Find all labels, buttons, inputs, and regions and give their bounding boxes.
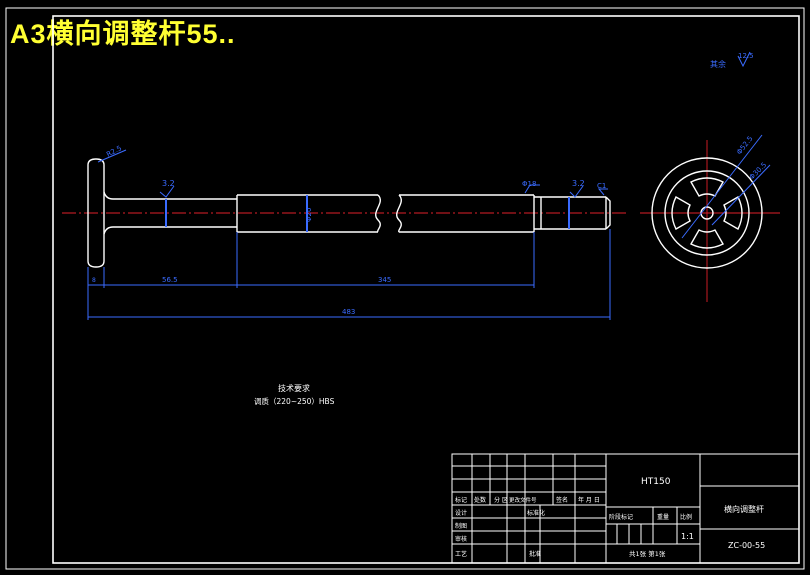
dim-d-mid: 345 (378, 276, 391, 284)
dim-head-radius: R2.5 (105, 144, 123, 159)
title-block (451, 453, 800, 564)
tb-col-stage: 阶段标记 (609, 513, 633, 521)
wheel-slot-right (723, 196, 743, 230)
leader-phi18 (524, 184, 540, 194)
tb-part-name: 横向调整杆 (724, 504, 764, 514)
tb-outline (451, 453, 800, 564)
wheel-dim-1: Φ52.5 (735, 135, 754, 157)
tb-hdr-mark: 标记 (455, 496, 467, 504)
dim-phi-center: Φ20 (305, 208, 313, 222)
rough-mark-right (569, 185, 584, 198)
tb-hdr-count: 处数 (474, 496, 486, 504)
tb-hdr-docno: 更改文件号 (509, 496, 537, 504)
break-right (396, 194, 402, 233)
dim-d-step: 56.5 (162, 276, 178, 284)
shaft-dim-texts: R2.5 3.2 3.2 Φ20 Φ18 C1 8 56.5 345 483 (92, 144, 606, 316)
leader-r (97, 149, 127, 163)
tb-sheets: 共1张 第1张 (629, 549, 666, 558)
tb-col-ratio: 比例 (680, 513, 692, 521)
rough-mark-left (159, 185, 175, 198)
wheel-leader-2 (711, 164, 771, 226)
dim-rough-left: 3.2 (162, 179, 175, 188)
shaft-dimensions (87, 149, 611, 320)
roughness-symbol (737, 51, 751, 68)
tb-hdr-zone: 分 区 (494, 496, 508, 504)
tb-hdr-sign: 签名 (556, 496, 568, 504)
leader-c1 (597, 188, 608, 196)
fillet-bottom (103, 226, 114, 235)
tb-row-approve: 批准 (529, 550, 541, 558)
title-block-texts: HT150 横向调整杆 ZC-00-55 1:1 共1张 第1张 阶段标记 重量… (455, 477, 765, 558)
outer-frame (5, 7, 805, 570)
tech-req-title: 技术要求 (278, 383, 310, 393)
roughness-value: 12.5 (738, 52, 754, 60)
fillet-top (103, 191, 114, 200)
wheel-slot-left (671, 196, 691, 230)
wheel-inner-rim (664, 170, 750, 256)
tb-scale: 1:1 (681, 532, 694, 541)
break-left (375, 194, 381, 233)
dim-chamfer: C1 (597, 182, 606, 190)
tech-req-line: 调质（220~250）HBS (254, 396, 335, 406)
tb-row-std: 标准化 (527, 509, 545, 517)
dim-d-total: 483 (342, 308, 355, 316)
wheel-leader-1 (681, 134, 763, 239)
mid-section-box (237, 195, 534, 232)
tb-drawing-no: ZC-00-55 (728, 541, 765, 550)
inner-frame (52, 15, 800, 564)
roughness-label: 其余 (710, 59, 726, 69)
tb-row-process: 工艺 (455, 550, 467, 558)
shaft-head (87, 158, 105, 268)
banner-title: A3横向调整杆55.. (10, 19, 236, 49)
tb-material: HT150 (641, 477, 671, 487)
tb-row-draw: 制图 (455, 522, 467, 530)
handwheel-view (651, 157, 763, 269)
dim-rough-right: 3.2 (572, 179, 585, 188)
dim-d-left: 8 (92, 277, 96, 284)
wheel-slot-bottom (690, 229, 724, 249)
wheel-dim-2: Φ30.5 (748, 161, 769, 182)
shaft-chamfer-end (605, 196, 611, 230)
dim-phi-right: Φ18 (522, 180, 536, 188)
tb-col-weight: 重量 (657, 513, 669, 521)
wheel-outer-rim (651, 157, 763, 269)
tb-hdr-date: 年 月 日 (578, 496, 600, 504)
roughness-note: 其余 12.5 (710, 51, 754, 69)
tb-row-design: 设计 (455, 509, 467, 517)
tb-row-review: 审核 (455, 535, 467, 543)
wheel-dimensions (681, 134, 771, 239)
